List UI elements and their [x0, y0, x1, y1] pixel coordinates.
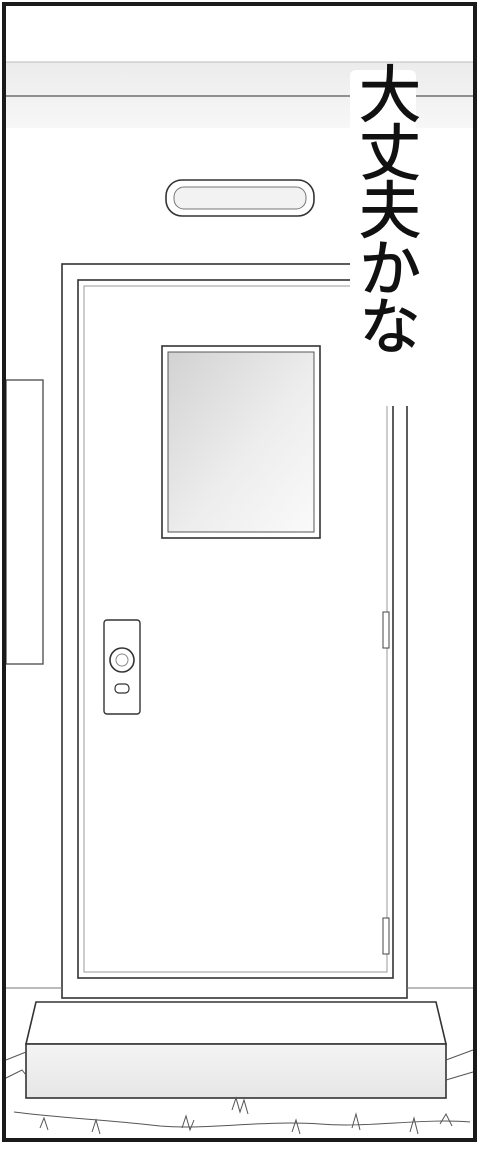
hinge-lower	[382, 917, 390, 955]
door-window-glass	[167, 351, 315, 533]
doorknob-icon	[103, 619, 141, 715]
entrance-step	[24, 1001, 448, 1099]
vertical-caption: 大丈夫かな	[348, 62, 422, 353]
door-icon	[61, 263, 408, 999]
hinge-upper	[382, 611, 390, 649]
left-wall-panel	[5, 379, 44, 665]
ground-grass	[5, 1049, 474, 1135]
caption-background	[350, 70, 416, 406]
wall-light-icon	[165, 179, 315, 217]
